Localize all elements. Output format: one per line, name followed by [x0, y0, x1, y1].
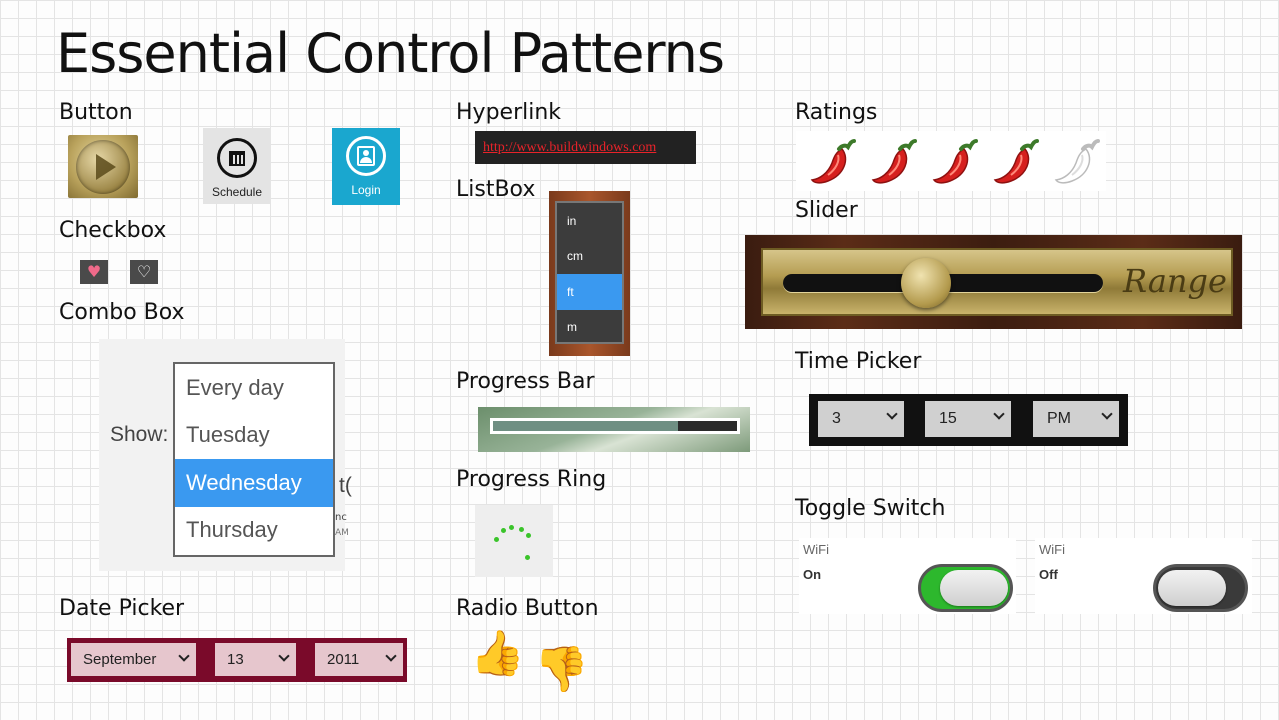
- combo-option-wednesday[interactable]: Wednesday: [175, 459, 333, 507]
- slider-plate: Range: [761, 248, 1233, 316]
- section-label-radio-button: Radio Button: [456, 596, 599, 621]
- chevron-down-icon: [886, 408, 898, 420]
- listbox-frame: in cm ft m: [549, 191, 630, 356]
- ratings-control: [796, 131, 1106, 191]
- time-period-select[interactable]: PM: [1033, 401, 1119, 437]
- toggle-state: Off: [1039, 567, 1058, 582]
- checkbox-heart-checked[interactable]: ♥: [80, 260, 108, 284]
- progress-bar-panel: [478, 407, 750, 452]
- section-label-hyperlink: Hyperlink: [456, 100, 562, 125]
- heart-outline-icon: ♡: [136, 262, 152, 281]
- combo-option-thursday[interactable]: Thursday: [186, 517, 278, 543]
- chevron-down-icon: [993, 408, 1005, 420]
- toggle-label: WiFi: [1039, 542, 1065, 557]
- listbox: in cm ft m: [555, 201, 624, 344]
- date-year-select[interactable]: 2011: [315, 643, 403, 676]
- login-button[interactable]: Login: [332, 128, 400, 205]
- toggle-switch[interactable]: [918, 564, 1013, 612]
- chili-pepper-icon[interactable]: [806, 137, 856, 187]
- play-button[interactable]: [68, 135, 138, 198]
- play-icon: [76, 139, 130, 194]
- progress-ring-dot: [500, 528, 506, 534]
- combo-option-tuesday[interactable]: Tuesday: [186, 422, 270, 448]
- section-label-button: Button: [59, 100, 133, 125]
- chevron-down-icon: [178, 650, 190, 662]
- checkbox-heart-unchecked[interactable]: ♡: [130, 260, 158, 284]
- toggle-wifi-off: WiFi Off: [1035, 538, 1252, 614]
- toggle-state: On: [803, 567, 822, 582]
- section-label-progress-ring: Progress Ring: [456, 467, 607, 492]
- time-hour-select[interactable]: 3: [818, 401, 904, 437]
- date-month-select[interactable]: September: [71, 643, 196, 676]
- time-minute-select[interactable]: 15: [925, 401, 1011, 437]
- section-label-time-picker: Time Picker: [795, 349, 922, 374]
- combo-clipped-text: AM: [335, 528, 349, 538]
- chevron-down-icon: [1101, 408, 1113, 420]
- chili-pepper-icon[interactable]: [1050, 137, 1100, 187]
- progress-ring-dot: [494, 536, 500, 542]
- combo-box-label: Show:: [110, 423, 169, 446]
- calendar-icon: [217, 138, 257, 178]
- listbox-item-cm[interactable]: cm: [567, 249, 583, 264]
- progress-bar-fill: [493, 421, 679, 431]
- listbox-item-in[interactable]: in: [567, 213, 577, 228]
- progress-bar: [490, 418, 740, 434]
- section-label-ratings: Ratings: [795, 100, 878, 125]
- schedule-button-label: Schedule: [211, 185, 263, 199]
- progress-ring-dot: [525, 532, 531, 538]
- slider-label: Range: [1123, 262, 1227, 300]
- user-card-icon: [346, 136, 386, 176]
- listbox-item-ft[interactable]: ft: [557, 274, 622, 310]
- toggle-thumb: [940, 570, 1008, 606]
- slider-thumb[interactable]: [901, 258, 951, 308]
- progress-ring: [475, 505, 553, 577]
- date-day-select[interactable]: 13: [215, 643, 296, 676]
- toggle-switch[interactable]: [1153, 564, 1248, 612]
- toggle-label: WiFi: [803, 542, 829, 557]
- section-label-progress-bar: Progress Bar: [456, 369, 595, 394]
- chili-pepper-icon[interactable]: [989, 137, 1039, 187]
- toggle-thumb: [1158, 570, 1226, 606]
- section-label-toggle-switch: Toggle Switch: [795, 496, 946, 521]
- listbox-item-m[interactable]: m: [567, 320, 577, 335]
- section-label-combo-box: Combo Box: [59, 300, 185, 325]
- thumbs-up-icon[interactable]: 👍: [470, 628, 525, 679]
- time-minute-value: 15: [939, 410, 957, 427]
- page-title: Essential Control Patterns: [56, 22, 725, 85]
- progress-ring-dot: [509, 525, 515, 531]
- section-label-checkbox: Checkbox: [59, 218, 167, 243]
- thumbs-down-icon[interactable]: 👎: [533, 644, 589, 695]
- section-label-slider: Slider: [795, 198, 858, 223]
- section-label-date-picker: Date Picker: [59, 596, 185, 621]
- section-label-listbox: ListBox: [456, 177, 536, 202]
- chili-pepper-icon[interactable]: [928, 137, 978, 187]
- chevron-down-icon: [385, 650, 397, 662]
- slider-frame: Range: [745, 235, 1242, 329]
- date-month-value: September: [83, 651, 157, 668]
- date-year-value: 2011: [327, 651, 360, 668]
- time-hour-value: 3: [832, 410, 841, 427]
- hyperlink-panel: http://www.buildwindows.com: [475, 131, 696, 164]
- time-period-value: PM: [1047, 410, 1071, 427]
- combo-clipped-text: nc: [335, 512, 347, 523]
- toggle-wifi-on: WiFi On: [799, 538, 1016, 614]
- date-picker: September 13 2011: [67, 638, 407, 682]
- combo-option-every-day[interactable]: Every day: [186, 374, 284, 400]
- chili-pepper-icon[interactable]: [867, 137, 917, 187]
- combo-clipped-text: t(: [339, 474, 352, 497]
- heart-filled-icon: ♥: [86, 262, 102, 281]
- progress-ring-dot: [524, 554, 530, 560]
- hyperlink[interactable]: http://www.buildwindows.com: [483, 140, 657, 155]
- time-picker: 3 15 PM: [809, 394, 1128, 446]
- schedule-button[interactable]: Schedule: [203, 128, 271, 204]
- chevron-down-icon: [278, 650, 290, 662]
- date-day-value: 13: [227, 651, 244, 668]
- login-button-label: Login: [351, 183, 381, 197]
- progress-ring-dot: [518, 526, 524, 532]
- combo-dropdown-list: Every day Tuesday Wednesday Thursday: [173, 362, 335, 557]
